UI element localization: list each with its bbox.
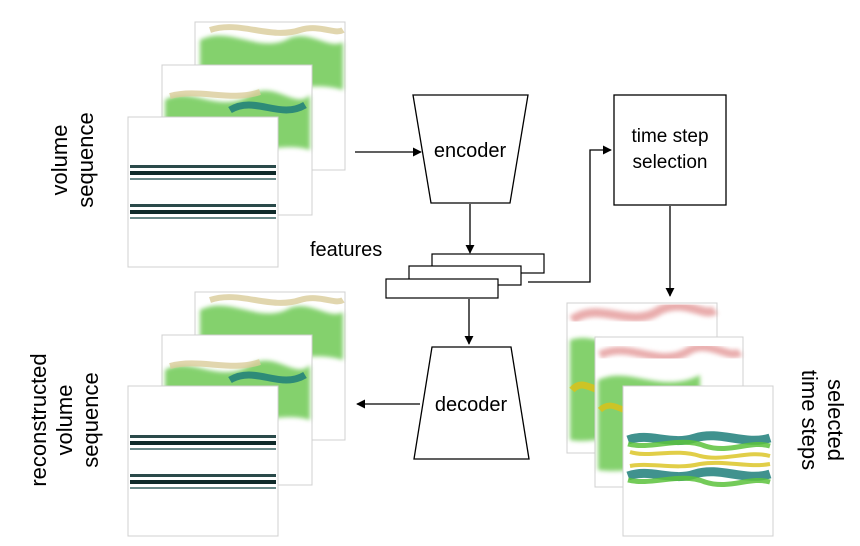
reconstructed-line-3: sequence	[78, 372, 103, 467]
time-step-selection-box	[613, 94, 727, 206]
volume-sequence-line-2: sequence	[73, 112, 98, 207]
selected-label: selected time steps	[797, 370, 848, 470]
arrow-features-to-selection	[528, 145, 612, 283]
reconstructed-stack	[127, 291, 346, 537]
reconstructed-label: reconstructed volume sequence	[26, 353, 103, 486]
decoder-trapezoid	[413, 346, 530, 460]
volume-frame-front	[127, 116, 279, 268]
feature-stack	[385, 253, 545, 299]
selected-frame-front	[622, 385, 774, 537]
feature-box-front	[385, 278, 499, 299]
volume-sequence-stack	[127, 21, 346, 268]
reconstructed-line-2: volume	[52, 385, 77, 456]
volume-sequence-label: volume sequence	[47, 112, 98, 207]
selected-line-2: time steps	[797, 370, 822, 470]
features-label: features	[310, 239, 382, 261]
time-step-selection-line-1: time step	[631, 126, 708, 147]
reconstructed-frame-front	[127, 385, 279, 537]
reconstructed-line-1: reconstructed	[26, 353, 51, 486]
encoder-label: encoder	[434, 140, 507, 162]
time-step-selection-line-2: selection	[633, 152, 708, 173]
decoder-label: decoder	[435, 394, 508, 416]
selected-line-1: selected	[823, 379, 848, 461]
selected-stack	[566, 301, 774, 537]
volume-sequence-line-1: volume	[47, 125, 72, 196]
encoder-trapezoid	[412, 94, 529, 204]
